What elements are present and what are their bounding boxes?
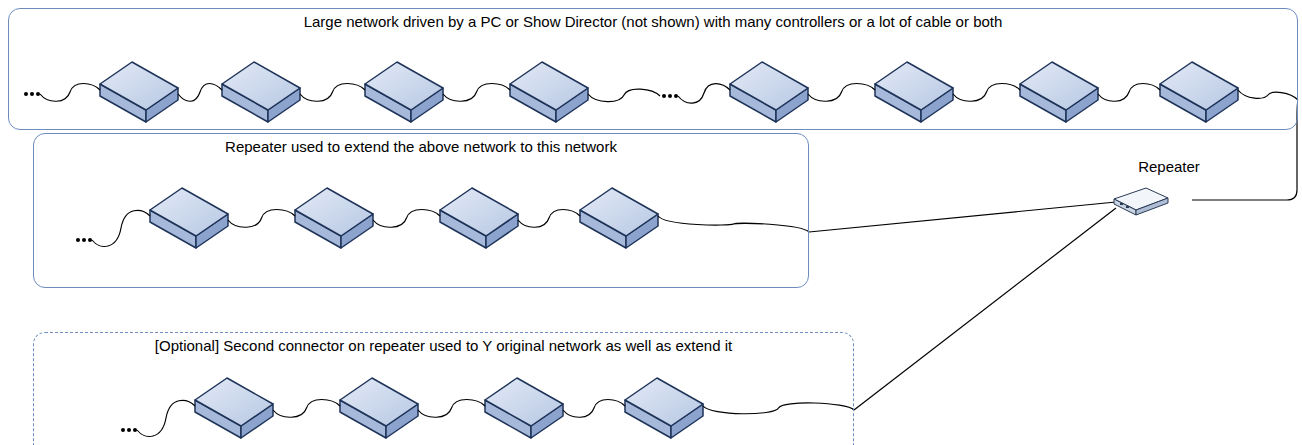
cable xyxy=(808,84,875,102)
ellipsis-dot xyxy=(88,238,92,242)
ellipsis-dot xyxy=(82,238,86,242)
network-region: Large network driven by a PC or Show Dir… xyxy=(8,8,1298,130)
controller-icon xyxy=(1020,62,1098,122)
region-heading: Large network driven by a PC or Show Dir… xyxy=(9,9,1297,31)
cable xyxy=(40,84,100,102)
controller-icon xyxy=(340,378,418,438)
cable xyxy=(418,400,485,418)
cable xyxy=(443,84,510,102)
controller-icon xyxy=(150,188,228,248)
controller-icon xyxy=(730,62,808,122)
controller-icon xyxy=(625,378,703,438)
ellipsis-dot xyxy=(127,428,131,432)
controller-icon xyxy=(222,62,300,122)
ellipsis-dot xyxy=(668,94,672,98)
cable xyxy=(678,84,730,104)
cable xyxy=(563,400,625,418)
cable-connector xyxy=(809,202,1116,232)
ellipsis-dot xyxy=(24,92,28,96)
controller-icon xyxy=(440,188,518,248)
cable xyxy=(300,84,365,102)
cable xyxy=(228,210,295,228)
region-heading: [Optional] Second connector on repeater … xyxy=(34,333,853,355)
cable xyxy=(373,210,440,228)
ellipsis-dot xyxy=(30,92,34,96)
controller-icon xyxy=(365,62,443,122)
cable xyxy=(953,84,1020,102)
cable xyxy=(588,89,660,102)
ellipsis-dot xyxy=(36,92,40,96)
controller-icon xyxy=(295,188,373,248)
network-region: [Optional] Second connector on repeater … xyxy=(33,332,854,445)
cable xyxy=(703,403,854,414)
controller-icon xyxy=(510,62,588,122)
cable xyxy=(518,210,580,228)
cable xyxy=(92,210,150,246)
ellipsis-dot xyxy=(133,428,137,432)
cable xyxy=(1098,84,1160,102)
ellipsis-dot xyxy=(76,238,80,242)
cable xyxy=(658,216,809,232)
region-heading: Repeater xyxy=(1106,158,1214,176)
ellipsis-dot xyxy=(662,94,666,98)
ellipsis-dot xyxy=(674,94,678,98)
controller-icon xyxy=(580,188,658,248)
controller-icon xyxy=(195,378,273,438)
cable-connector xyxy=(854,208,1116,410)
repeater-node: Repeater xyxy=(1106,158,1214,220)
network-region: Repeater used to extend the above networ… xyxy=(33,133,809,288)
ellipsis-dot xyxy=(121,428,125,432)
controller-icon xyxy=(100,62,178,122)
region-heading: Repeater used to extend the above networ… xyxy=(34,134,808,156)
controller-icon xyxy=(485,378,563,438)
cable xyxy=(137,400,195,436)
controller-icon xyxy=(1160,62,1238,122)
cable xyxy=(1238,90,1298,100)
cable xyxy=(178,84,222,102)
cable xyxy=(273,400,340,418)
controller-icon xyxy=(875,62,953,122)
